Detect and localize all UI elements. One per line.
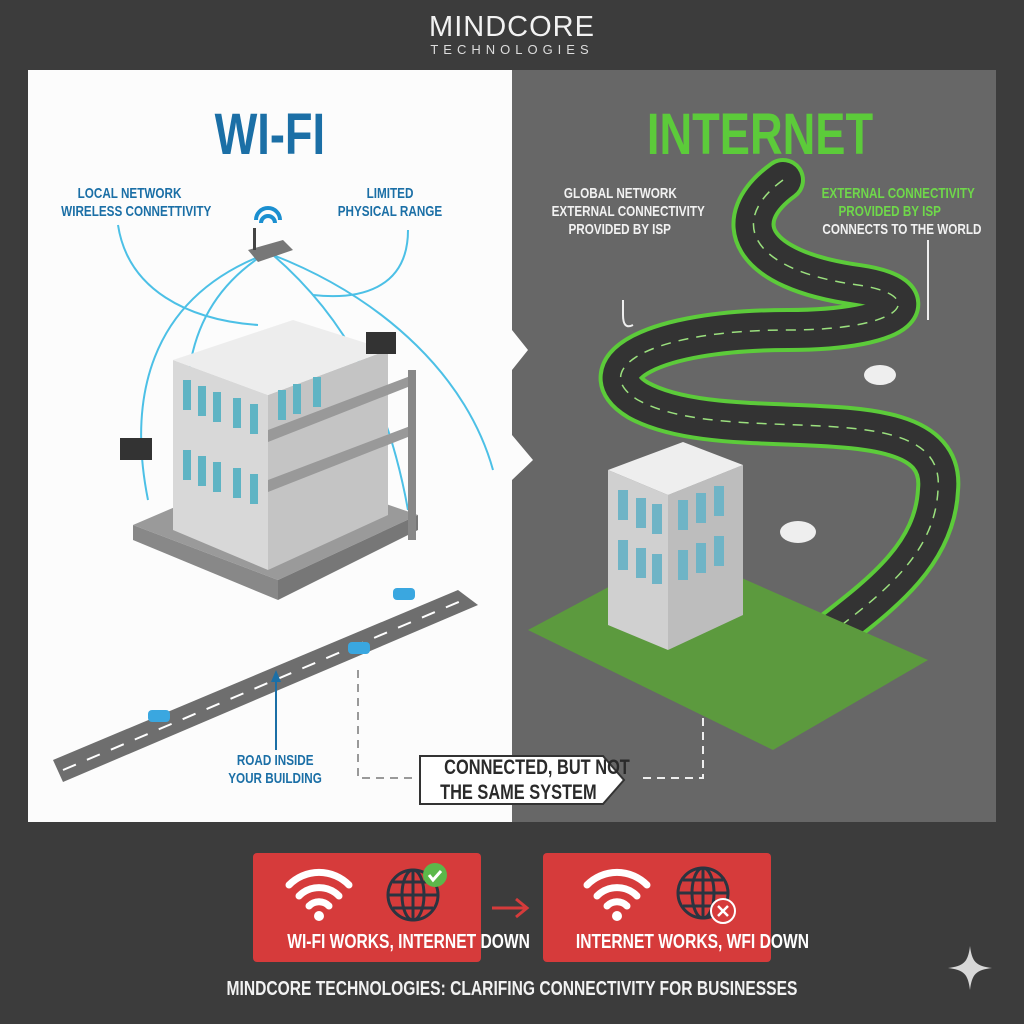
internet-title: INTERNET xyxy=(646,102,874,167)
router-icon xyxy=(248,206,293,262)
globe-icon xyxy=(386,863,447,922)
brand-logo: MINDCORE TECHNOLOGIES xyxy=(0,12,1024,58)
brand-name: MINDCORE xyxy=(429,11,595,43)
arrow-right-icon xyxy=(492,897,530,919)
office-building-wifi xyxy=(120,320,418,600)
cloud-icon xyxy=(864,365,896,385)
card-internet-works: INTERNET WORKS, WFI DOWN xyxy=(543,853,809,962)
callout-arrow-shape xyxy=(419,755,626,805)
wifi-title: WI-FI xyxy=(214,102,326,167)
card-label: WI-FI WORKS, INTERNET DOWN xyxy=(287,931,530,953)
check-icon xyxy=(423,863,447,887)
brand-sub: TECHNOLOGIES xyxy=(430,42,594,57)
globe-icon xyxy=(676,866,736,924)
sparkle-icon xyxy=(948,946,992,990)
infographic-illustration xyxy=(28,70,996,822)
cloud-icon xyxy=(780,521,816,543)
wifi-icon xyxy=(285,868,353,921)
internet-highway xyxy=(598,158,961,732)
connector-left xyxy=(357,670,413,779)
building-road xyxy=(53,588,478,782)
caption: MINDCORE TECHNOLOGIES: CLARIFING CONNECT… xyxy=(226,978,798,1000)
wifi-icon xyxy=(583,868,651,921)
connector-right xyxy=(638,690,704,779)
card-label: INTERNET WORKS, WFI DOWN xyxy=(575,931,809,953)
office-building-internet xyxy=(608,442,743,650)
card-wifi-works: WI-FI WORKS, INTERNET DOWN xyxy=(253,853,530,962)
